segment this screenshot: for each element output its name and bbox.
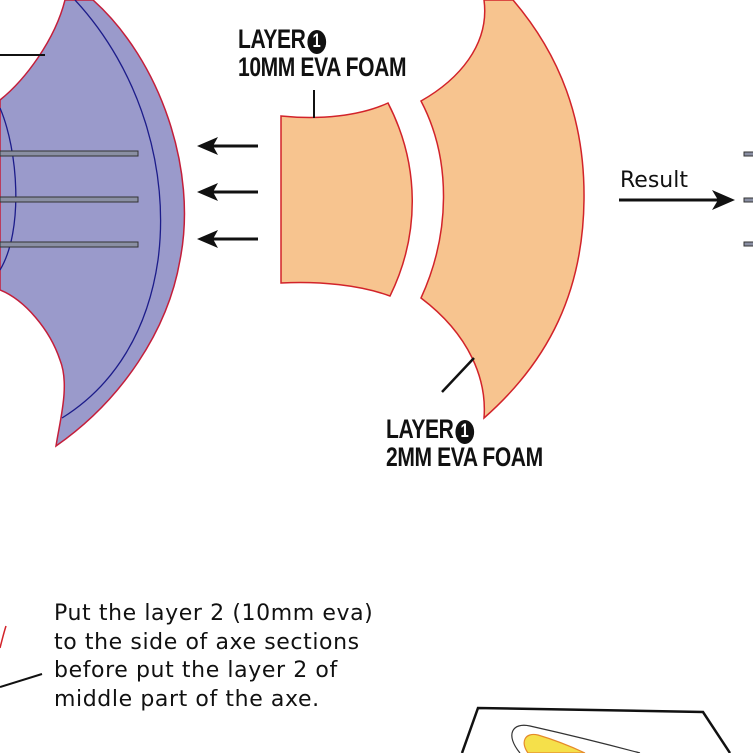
axe-bar-3 xyxy=(0,241,139,248)
foam-piece-10mm xyxy=(280,102,413,297)
arrow-left-2 xyxy=(197,183,258,201)
axe-bar-1 xyxy=(0,150,139,157)
layer-number-badge: 1 xyxy=(455,420,474,444)
label-layer-10mm-material: 10MM EVA FOAM xyxy=(238,52,407,82)
axe-blade-illustration xyxy=(0,0,186,448)
label-layer-2mm-material: 2MM EVA FOAM xyxy=(386,442,543,472)
axe-blade-inner-line xyxy=(61,0,162,419)
result-arrow xyxy=(619,190,735,210)
instruction-line: middle part of the axe. xyxy=(54,686,320,712)
instruction-leader-line xyxy=(0,673,43,688)
layer-number-badge: 1 xyxy=(307,30,326,54)
instruction-text: Put the layer 2 (10mm eva) to the side o… xyxy=(54,600,424,714)
arrow-left-3 xyxy=(197,230,258,248)
foam-piece-2mm xyxy=(419,0,585,420)
instruction-line: before put the layer 2 of xyxy=(54,658,338,683)
flame-shape xyxy=(523,733,586,753)
bottom-left-fragment xyxy=(0,625,7,649)
instruction-line: to the side of axe sections xyxy=(54,629,360,655)
instruction-line: Put the layer 2 (10mm eva) xyxy=(54,601,374,626)
arrow-left-1 xyxy=(197,137,258,155)
insert-arrows xyxy=(197,137,258,248)
foam-2mm-leader-line xyxy=(441,357,475,393)
axe-blade-inner-arc xyxy=(0,107,17,271)
label-layer-2mm-title: LAYER xyxy=(386,414,454,444)
axe-bar-2 xyxy=(0,196,139,203)
axe-blade-shape xyxy=(0,0,186,448)
detail-box-illustration xyxy=(460,706,732,753)
result-preview-bars xyxy=(743,151,753,247)
result-label: Result xyxy=(620,168,688,193)
label-layer-10mm-title: LAYER xyxy=(238,24,306,54)
